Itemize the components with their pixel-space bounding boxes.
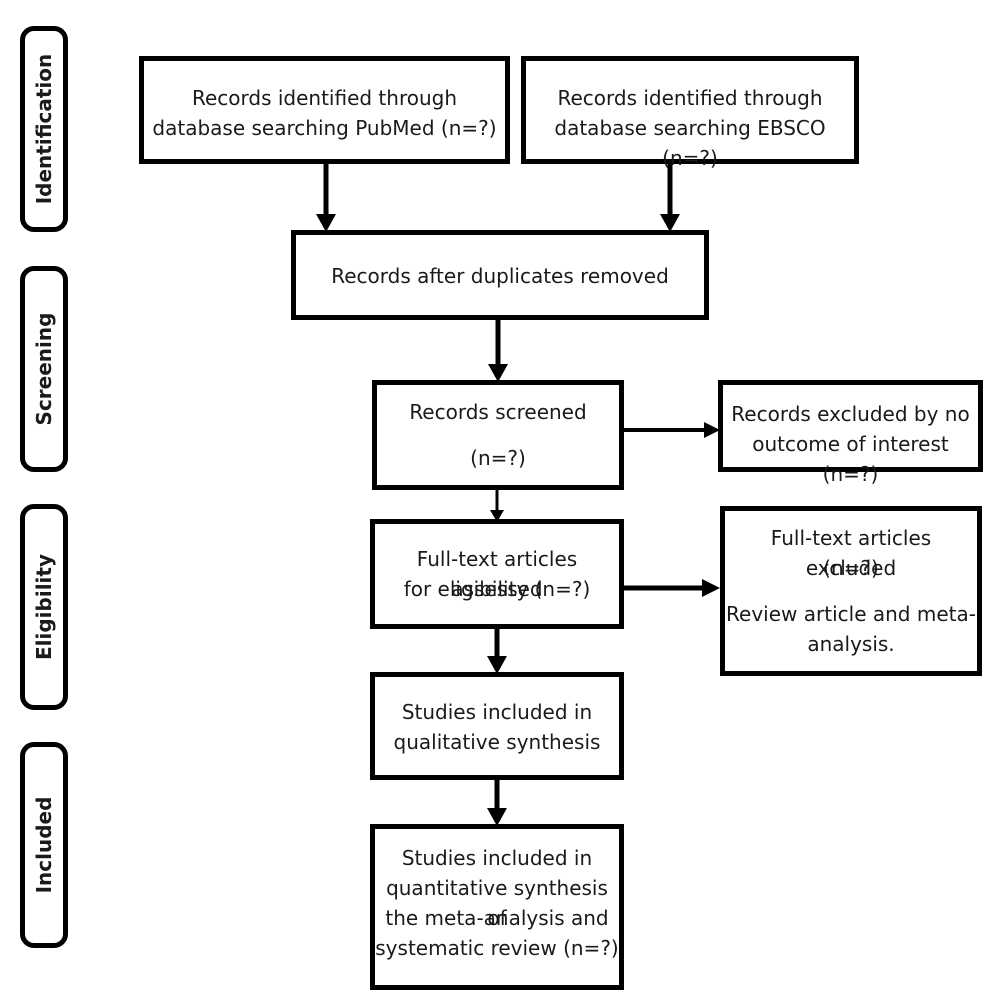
- box-screened: Records screened (n=?): [372, 380, 624, 490]
- box-duplicates: Records after duplicates removed: [291, 230, 709, 320]
- arrowhead-fulltext-excluded: [702, 579, 720, 597]
- box-duplicates-text: Records after duplicates removed: [331, 264, 669, 288]
- box-ebsco-line1: Records identified through: [557, 86, 823, 110]
- box-ebsco-line2: database searching EBSCO (n=?): [554, 116, 826, 170]
- box-excluded-outcome: Records excluded by no outcome of intere…: [718, 380, 983, 486]
- box-qualitative-line1: Studies included in: [401, 700, 593, 724]
- arrowhead-excluded: [704, 422, 720, 438]
- box-fulltext-assessed-line2: for eligibility (n=?): [403, 577, 591, 601]
- box-excluded-outcome-line1: Records excluded by no: [731, 402, 970, 426]
- arrowhead-quantitative: [487, 808, 507, 826]
- box-screened-line1: Records screened: [409, 400, 587, 424]
- box-excluded-outcome-line2: outcome of interest (n=?): [752, 432, 949, 486]
- box-quantitative-line2: quantitative synthesis of: [386, 876, 608, 930]
- stage-included: Included: [20, 742, 68, 948]
- box-quantitative: Studies included in quantitative synthes…: [370, 824, 624, 990]
- box-fulltext-excluded-line1: Full-text articles excluded: [770, 526, 932, 580]
- box-fulltext-excluded-line2: (n=?): [823, 556, 879, 580]
- box-fulltext-assessed: Full-text articles assessed for eligibil…: [370, 519, 624, 629]
- box-pubmed-line1: Records identified through: [191, 86, 458, 110]
- stage-eligibility: Eligibility: [20, 504, 68, 710]
- box-quantitative-line4: systematic review (n=?): [375, 936, 619, 960]
- arrowhead-fulltext: [490, 510, 504, 522]
- box-fulltext-excluded-line4: analysis.: [807, 632, 895, 656]
- box-qualitative-line2: qualitative synthesis: [393, 730, 601, 754]
- box-fulltext-excluded: Full-text articles excluded (n=?) Review…: [720, 506, 982, 676]
- box-screened-line2: (n=?): [470, 446, 526, 470]
- box-fulltext-assessed-line1: Full-text articles assessed: [416, 547, 578, 601]
- stage-screening: Screening: [20, 266, 68, 472]
- box-quantitative-line3: the meta-analysis and: [385, 906, 609, 930]
- arrowhead-qualitative: [487, 656, 507, 674]
- box-pubmed-line2: database searching PubMed (n=?): [152, 116, 497, 140]
- arrowhead-pubmed: [316, 214, 336, 232]
- box-qualitative: Studies included in qualitative synthesi…: [370, 672, 624, 780]
- box-fulltext-excluded-line3: Review article and meta-: [726, 602, 976, 626]
- stage-identification: Identification: [20, 26, 68, 232]
- arrowhead-ebsco: [660, 214, 680, 232]
- box-pubmed: Records identified through database sear…: [139, 56, 510, 164]
- box-ebsco: Records identified through database sear…: [521, 56, 859, 170]
- box-quantitative-line1: Studies included in: [401, 846, 593, 870]
- arrowhead-screened: [488, 364, 508, 382]
